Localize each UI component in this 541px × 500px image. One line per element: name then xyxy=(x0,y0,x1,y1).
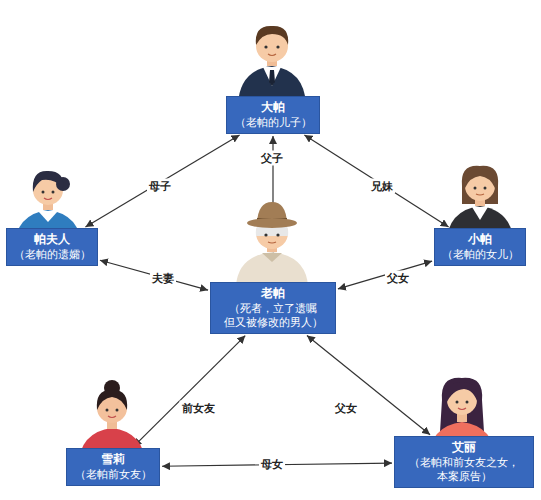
person-role: （老帕前女友） xyxy=(70,468,156,482)
person-role: （老帕的女儿） xyxy=(438,248,522,262)
relation-label: 母子 xyxy=(147,179,173,194)
person-role: （老帕和前女友之女， 本案原告） xyxy=(398,456,530,485)
relation-label: 父女 xyxy=(385,271,411,286)
person-name: 老帕 xyxy=(214,286,332,302)
person-name: 小帕 xyxy=(438,232,522,248)
relation-arrow xyxy=(304,135,448,227)
person-name: 雪莉 xyxy=(70,452,156,468)
person-name: 帕夫人 xyxy=(10,232,94,248)
relation-arrow xyxy=(85,135,239,227)
person-role: （老帕的遗孀） xyxy=(10,248,94,262)
relation-label: 前女友 xyxy=(180,401,217,416)
relation-label: 夫妻 xyxy=(150,271,176,286)
relation-arrow xyxy=(134,336,246,447)
person-label-box: 艾丽（老帕和前女友之女， 本案原告） xyxy=(394,436,534,488)
person-figure xyxy=(236,202,308,286)
relation-label: 母女 xyxy=(259,457,285,472)
person-figure xyxy=(238,26,306,104)
person-name: 艾丽 xyxy=(398,440,530,456)
relation-arrow xyxy=(100,260,208,290)
person-name: 大帕 xyxy=(230,100,316,116)
person-label-box: 帕夫人（老帕的遗孀） xyxy=(6,228,98,266)
relation-arrow xyxy=(338,261,432,289)
person-role: （死者，立了遗嘱 但又被修改的男人） xyxy=(214,302,332,331)
relation-label: 父子 xyxy=(259,151,285,166)
relation-label: 兄妹 xyxy=(369,179,395,194)
person-label-box: 老帕（死者，立了遗嘱 但又被修改的男人） xyxy=(210,282,336,334)
person-role: （老帕的儿子） xyxy=(230,116,316,130)
relation-label: 父女 xyxy=(333,401,359,416)
person-label-box: 雪莉（老帕前女友） xyxy=(66,448,160,486)
person-label-box: 小帕（老帕的女儿） xyxy=(434,228,526,266)
person-label-box: 大帕（老帕的儿子） xyxy=(226,96,320,134)
relation-arrow xyxy=(307,335,430,434)
